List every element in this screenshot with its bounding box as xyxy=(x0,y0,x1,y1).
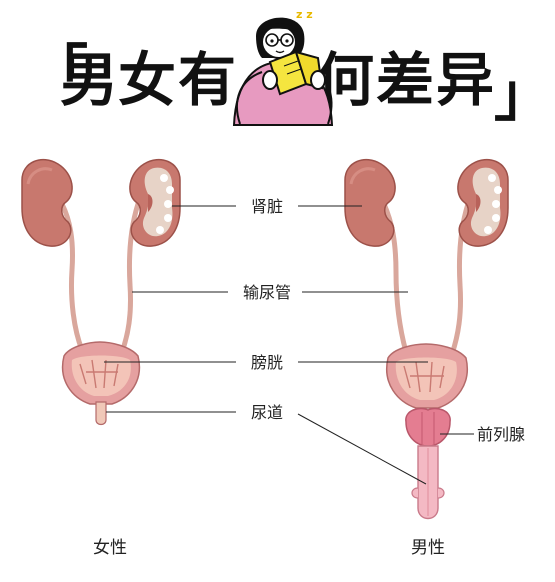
label-kidney: 肾脏 xyxy=(251,197,283,216)
title-open-bracket: 「 xyxy=(30,38,88,106)
sleep-z-icon: z z xyxy=(296,8,313,21)
caption-male: 男性 xyxy=(411,538,445,558)
title-char-1: 男 xyxy=(60,46,118,114)
label-ureter: 输尿管 xyxy=(243,283,291,302)
male-bladder xyxy=(386,343,468,409)
label-bladder: 膀胱 xyxy=(251,353,283,372)
leader-lines xyxy=(104,205,474,485)
female-urinary-system xyxy=(20,158,181,426)
female-right-ureter xyxy=(119,195,143,355)
label-urethra: 尿道 xyxy=(251,403,283,422)
title-banner: 「 男 女 有 何 差 异 」 xyxy=(30,8,552,129)
male-urinary-system xyxy=(343,158,509,520)
title-close-bracket: 」 xyxy=(494,61,552,129)
female-urethra xyxy=(95,401,107,426)
urethra-leader-right xyxy=(297,413,427,485)
male-left-kidney xyxy=(343,158,397,248)
title-char-2: 女 xyxy=(118,46,176,114)
male-right-ureter xyxy=(449,195,473,357)
title-char-6: 异 xyxy=(436,46,494,114)
title-char-5: 差 xyxy=(376,46,434,114)
female-bladder xyxy=(61,341,141,405)
book-icon xyxy=(268,50,324,96)
female-left-kidney xyxy=(20,158,74,248)
female-right-kidney xyxy=(129,158,181,247)
title-char-3: 有 xyxy=(178,46,236,114)
male-prostate xyxy=(405,407,451,447)
male-right-kidney xyxy=(457,158,509,247)
reading-girl-illustration: z z xyxy=(232,8,334,126)
female-left-ureter xyxy=(59,201,85,353)
caption-female: 女性 xyxy=(93,538,127,558)
label-prostate: 前列腺 xyxy=(477,425,525,444)
